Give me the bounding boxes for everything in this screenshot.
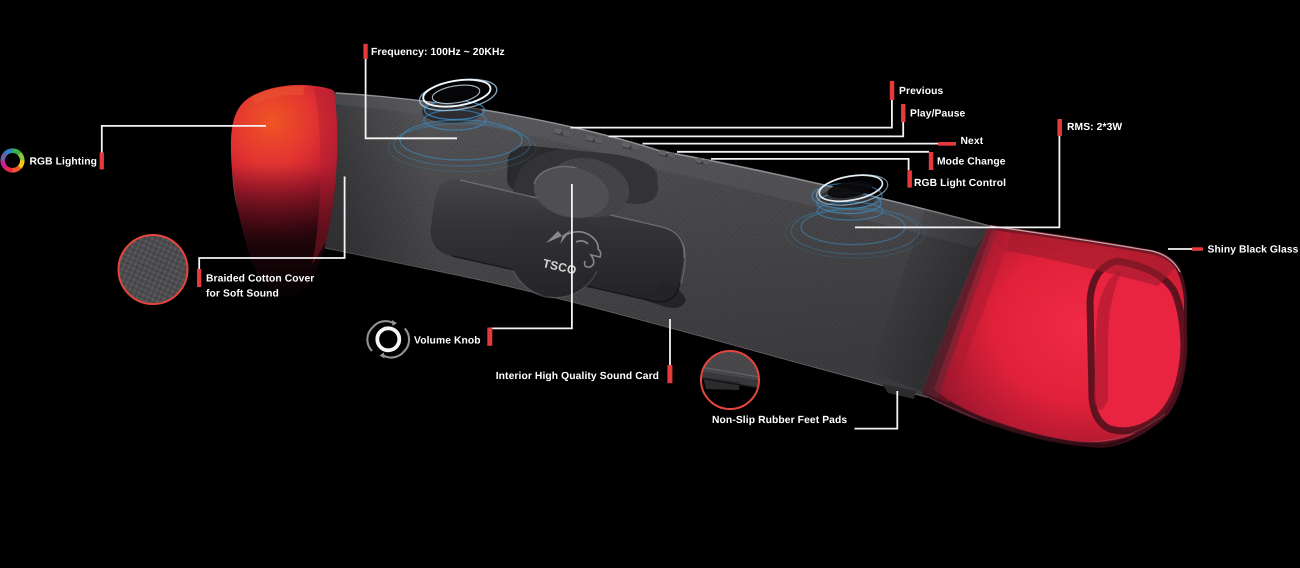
- svg-text:Mode Change: Mode Change: [937, 157, 1006, 168]
- svg-text:Frequency: 100Hz ~ 20KHz: Frequency: 100Hz ~ 20KHz: [371, 47, 505, 58]
- svg-text:RMS: 2*3W: RMS: 2*3W: [1067, 122, 1122, 133]
- svg-text:Previous: Previous: [899, 86, 943, 97]
- svg-text:Play/Pause: Play/Pause: [910, 109, 966, 120]
- svg-text:Shiny Black Glass: Shiny Black Glass: [1208, 245, 1299, 256]
- svg-text:Non-Slip Rubber Feet Pads: Non-Slip Rubber Feet Pads: [712, 415, 847, 426]
- svg-text:Braided Cotton Cover: Braided Cotton Cover: [206, 274, 314, 285]
- svg-text:Interior High Quality Sound Ca: Interior High Quality Sound Card: [496, 371, 659, 382]
- svg-text:RGB Lighting: RGB Lighting: [30, 157, 98, 168]
- svg-text:RGB Light Control: RGB Light Control: [914, 178, 1006, 189]
- svg-text:for Soft Sound: for Soft Sound: [206, 289, 279, 300]
- svg-text:Volume Knob: Volume Knob: [414, 336, 481, 347]
- svg-text:Next: Next: [961, 136, 984, 147]
